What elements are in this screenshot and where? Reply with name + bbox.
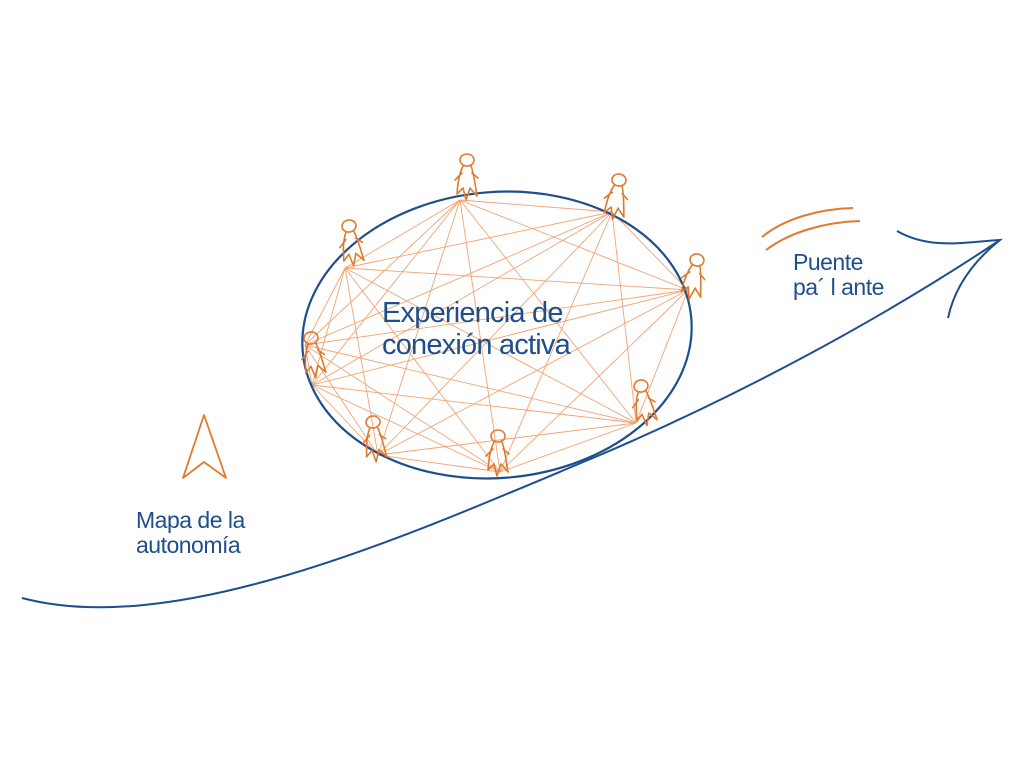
map-label: Mapa de la autonomía bbox=[136, 507, 245, 559]
person-figure-icon bbox=[454, 153, 479, 201]
connection-line bbox=[304, 344, 637, 424]
connection-line bbox=[499, 289, 689, 473]
connection-line bbox=[459, 199, 501, 473]
connection-line bbox=[344, 211, 613, 269]
connection-line bbox=[304, 344, 379, 456]
connection-line bbox=[499, 422, 637, 473]
person-figure-icon bbox=[301, 331, 327, 379]
center-label-line2: conexión activa bbox=[382, 328, 571, 361]
connection-line bbox=[377, 454, 501, 473]
map-label-line1: Mapa de la bbox=[136, 507, 245, 533]
bridge-arc-icon bbox=[761, 207, 861, 251]
connection-line bbox=[377, 422, 637, 456]
connection-line bbox=[311, 289, 689, 386]
connection-line bbox=[459, 199, 689, 291]
connection-line bbox=[377, 211, 613, 456]
connection-line bbox=[344, 199, 461, 269]
connection-line bbox=[344, 267, 689, 291]
person-figure-icon bbox=[631, 379, 658, 427]
compass-arrow-icon bbox=[182, 414, 227, 479]
person-figure-icon bbox=[603, 173, 629, 221]
connection-line bbox=[304, 289, 689, 346]
connection-line bbox=[377, 199, 461, 456]
connection-line bbox=[459, 199, 613, 213]
center-label-line1: Experiencia de bbox=[382, 297, 563, 329]
connection-line bbox=[344, 267, 379, 456]
bridge-label: Puente pa´ l ante bbox=[793, 249, 884, 301]
person-figure-icon bbox=[339, 219, 365, 267]
connection-line bbox=[499, 211, 613, 473]
connection-line bbox=[304, 199, 461, 346]
connection-line bbox=[304, 267, 346, 346]
connection-network bbox=[304, 199, 689, 473]
connection-ellipse bbox=[301, 190, 693, 480]
connection-line bbox=[311, 199, 461, 386]
arrowhead-icon bbox=[896, 230, 1004, 319]
person-figure-icon bbox=[485, 429, 510, 477]
connection-line bbox=[344, 267, 501, 473]
bridge-label-line1: Puente bbox=[793, 249, 863, 275]
connection-line bbox=[635, 289, 689, 424]
connection-line bbox=[311, 384, 637, 424]
connection-line bbox=[311, 384, 379, 456]
bridge-label-line2: pa´ l ante bbox=[793, 274, 884, 301]
trajectory-curve bbox=[21, 239, 1001, 609]
map-label-line2: autonomía bbox=[136, 532, 241, 559]
connection-line bbox=[304, 211, 613, 346]
connection-line bbox=[377, 289, 689, 456]
connection-line bbox=[311, 211, 613, 386]
center-label: Experiencia de conexión activa bbox=[382, 297, 571, 362]
connection-line bbox=[311, 384, 501, 473]
connection-line bbox=[611, 211, 637, 424]
people-group bbox=[301, 153, 706, 477]
connection-line bbox=[344, 267, 637, 424]
connection-line bbox=[459, 199, 637, 424]
person-figure-icon bbox=[680, 253, 706, 301]
connection-line bbox=[304, 344, 501, 473]
connection-line bbox=[611, 211, 689, 291]
person-figure-icon bbox=[362, 415, 388, 463]
